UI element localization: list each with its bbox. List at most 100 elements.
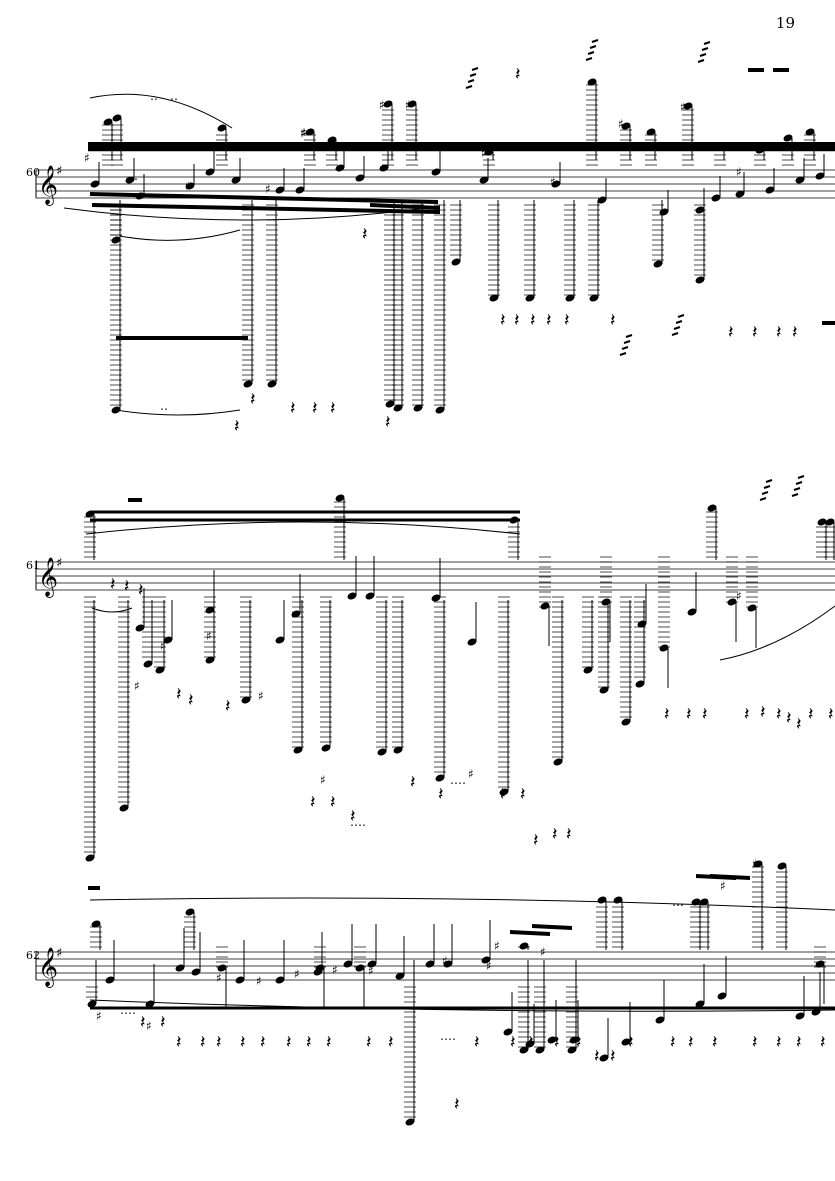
beam-62 <box>510 930 550 936</box>
quarter-rest: 𝄽 <box>520 784 526 805</box>
notehead <box>217 124 227 132</box>
notehead <box>811 1008 821 1016</box>
quarter-rest: 𝄽 <box>776 1032 782 1053</box>
sharp-accidental: ♯ <box>84 151 90 165</box>
quarter-rest: 𝄽 <box>702 704 708 725</box>
tremolo-mark <box>763 485 771 489</box>
notehead <box>451 258 461 266</box>
sharp-accidental: ♯ <box>301 126 307 140</box>
sharp-accidental: ♯ <box>618 117 624 131</box>
quarter-rest: 𝄽 <box>796 714 802 735</box>
sharp-accidental: ♯ <box>736 165 742 179</box>
notehead <box>145 1000 155 1008</box>
quarter-rest: 𝄽 <box>744 704 750 725</box>
beam-60-low <box>92 203 440 214</box>
sharp-accidental: ♯ <box>486 959 492 973</box>
notehead <box>431 594 441 602</box>
notehead <box>695 276 705 284</box>
notehead <box>155 666 165 674</box>
tremolo-mark <box>797 475 805 479</box>
quarter-rest: 𝄽 <box>454 1094 460 1115</box>
tremolo-mark <box>765 479 773 483</box>
quarter-rest: 𝄽 <box>576 1032 582 1053</box>
quarter-rest: 𝄽 <box>554 1032 560 1053</box>
notehead <box>125 176 135 184</box>
notehead <box>519 1046 529 1054</box>
quarter-rest: 𝄽 <box>752 322 758 343</box>
quarter-rest: 𝄽 <box>808 704 814 725</box>
notehead <box>479 176 489 184</box>
notehead <box>235 976 245 984</box>
notehead <box>135 624 145 632</box>
notehead <box>597 896 607 904</box>
tie-62-bass <box>89 999 835 1012</box>
notehead <box>379 164 389 172</box>
notehead <box>343 960 353 968</box>
quarter-rest: 𝄽 <box>216 1032 222 1053</box>
notehead <box>105 976 115 984</box>
sharp-accidental: ♯ <box>720 879 726 893</box>
notehead <box>503 1028 513 1036</box>
quarter-rest: 𝄽 <box>438 784 444 805</box>
quarter-rest: 𝄽 <box>225 696 231 717</box>
notehead <box>599 686 609 694</box>
key-signature-sharp: ♯ <box>56 164 62 179</box>
sharp-accidental: ♯ <box>332 963 338 977</box>
quarter-rest: 𝄽 <box>200 1032 206 1053</box>
notehead <box>755 146 765 154</box>
sharp-accidental: ♯ <box>368 964 374 978</box>
notehead <box>431 168 441 176</box>
quarter-rest: 𝄽 <box>610 310 616 331</box>
tremolo-mark <box>791 493 799 497</box>
tie-60 <box>119 229 241 241</box>
notehead <box>621 122 631 130</box>
quarter-rest: 𝄽 <box>686 704 692 725</box>
quarter-rest: 𝄽 <box>533 830 539 851</box>
quarter-rest: 𝄽 <box>688 1032 694 1053</box>
notehead <box>395 972 405 980</box>
notehead <box>535 1046 545 1054</box>
notehead <box>655 1016 665 1024</box>
notehead <box>367 960 377 968</box>
notehead <box>540 602 550 610</box>
notehead <box>635 680 645 688</box>
notehead <box>185 908 195 916</box>
notehead <box>103 118 113 126</box>
quarter-rest: 𝄽 <box>362 224 368 245</box>
notehead <box>335 494 345 502</box>
notehead <box>499 788 509 796</box>
notehead <box>795 176 805 184</box>
notehead <box>489 294 499 302</box>
quarter-rest: 𝄽 <box>286 1032 292 1053</box>
quarter-rest: 𝄽 <box>828 704 834 725</box>
notehead <box>377 748 387 756</box>
sharp-accidental: ♯ <box>96 1009 102 1023</box>
key-signature-sharp: ♯ <box>56 946 62 961</box>
augmentation-dots: ․․ <box>130 169 138 183</box>
quarter-rest: 𝄽 <box>176 1032 182 1053</box>
quarter-rest: 𝄽 <box>760 702 766 723</box>
quarter-rest: 𝄽 <box>728 322 734 343</box>
quarter-rest: 𝄽 <box>250 389 256 410</box>
tremolo-mark <box>467 79 475 83</box>
notehead <box>393 404 403 412</box>
notehead <box>597 196 607 204</box>
notehead <box>435 774 445 782</box>
beam-62 <box>532 924 572 930</box>
notehead <box>135 192 145 200</box>
sharp-accidental: ♯ <box>468 767 474 781</box>
notehead <box>295 186 305 194</box>
notehead <box>119 804 129 812</box>
quarter-rest: 𝄽 <box>160 1012 166 1033</box>
tremolo-mark <box>697 59 705 63</box>
quarter-rest: 𝄽 <box>312 398 318 419</box>
tremolo-mark <box>619 352 627 356</box>
augmentation-dots: ․․․․ <box>450 773 466 787</box>
notehead <box>691 898 701 906</box>
sharp-accidental: ♯ <box>481 146 487 160</box>
sharp-accidental: ♯ <box>216 971 222 985</box>
sharp-accidental: ♯ <box>265 182 271 196</box>
notehead <box>385 400 395 408</box>
notehead <box>525 294 535 302</box>
augmentation-dots: ․․․․ <box>440 1029 456 1043</box>
